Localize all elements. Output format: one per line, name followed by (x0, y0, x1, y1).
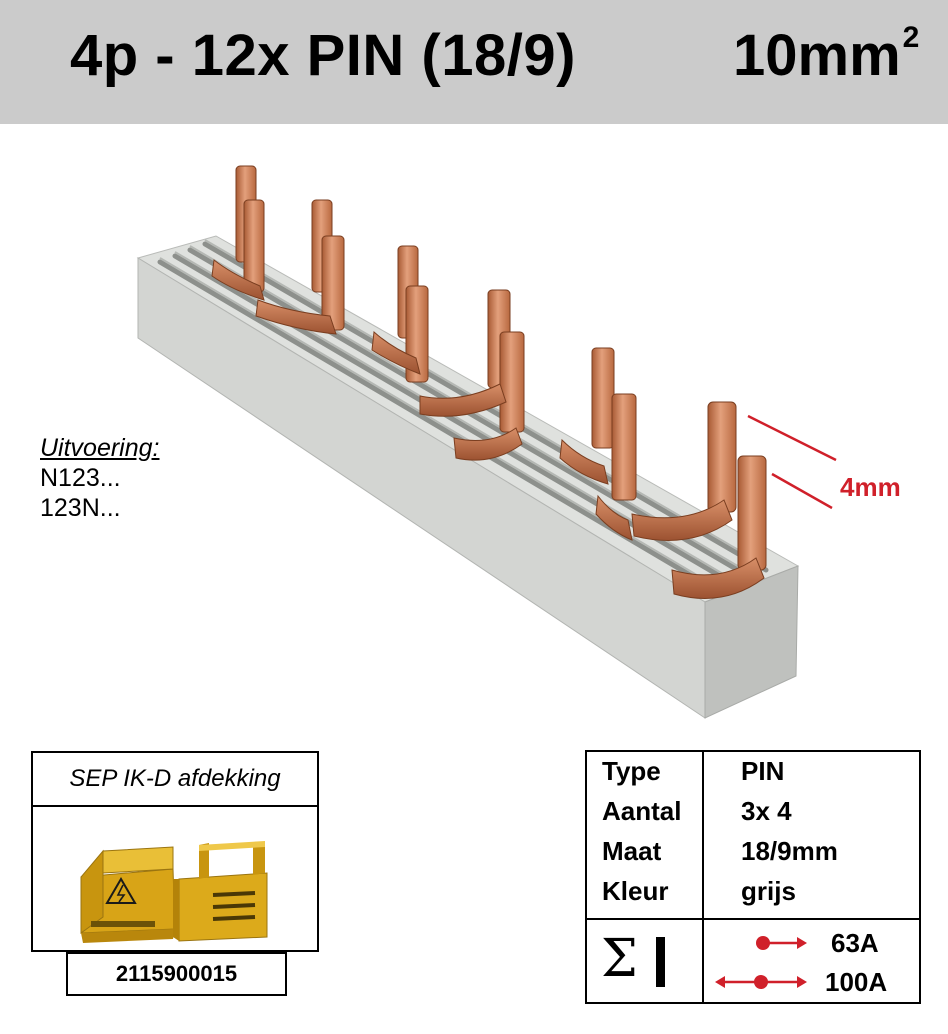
shock-hazard-icon (105, 877, 137, 904)
busbar-product-image (136, 165, 837, 719)
cover-panel: SEP IK-D afdekking (31, 751, 319, 952)
current-i-symbol (656, 937, 665, 987)
cross-section: 10mm2 (733, 20, 920, 89)
pin-width-label: 4mm (840, 472, 901, 502)
spec-value-type: PIN (741, 756, 785, 786)
header-bar: 4p - 12x PIN (18/9) 10mm2 (0, 0, 948, 124)
cover-article-number: 2115900015 (66, 952, 287, 996)
current-sum-symbol: Σ (601, 929, 638, 989)
spec-label-maat: Maat (602, 836, 662, 866)
current-single-feed: 63A (831, 928, 879, 958)
spec-row-divider (587, 918, 919, 920)
product-title: 4p - 12x PIN (18/9) (70, 23, 576, 88)
spec-value-maat: 18/9mm (741, 836, 838, 866)
spec-column-divider (702, 752, 704, 1002)
variant-n123: N123... (40, 464, 121, 492)
spec-value-kleur: grijs (741, 876, 796, 906)
spec-table: Type PIN Aantal 3x 4 Maat 18/9mm Kleur g… (585, 750, 921, 1004)
variants-heading: Uitvoering: (40, 434, 160, 462)
cover-title: SEP IK-D afdekking (33, 753, 317, 807)
variant-123n: 123N... (40, 494, 121, 522)
center-feed-arrow-icon (715, 975, 807, 989)
spec-value-aantal: 3x 4 (741, 796, 792, 826)
cross-section-superscript: 2 (902, 20, 920, 54)
cross-section-value: 10mm (733, 23, 901, 88)
spec-label-kleur: Kleur (602, 876, 669, 906)
spec-label-aantal: Aantal (602, 796, 682, 826)
variants-list: Uitvoering: N123... 123N... (40, 433, 160, 523)
spec-label-type: Type (602, 756, 661, 786)
cover-product-image (80, 841, 268, 943)
single-feed-arrow-icon (756, 936, 807, 950)
current-center-feed: 100A (825, 967, 888, 997)
